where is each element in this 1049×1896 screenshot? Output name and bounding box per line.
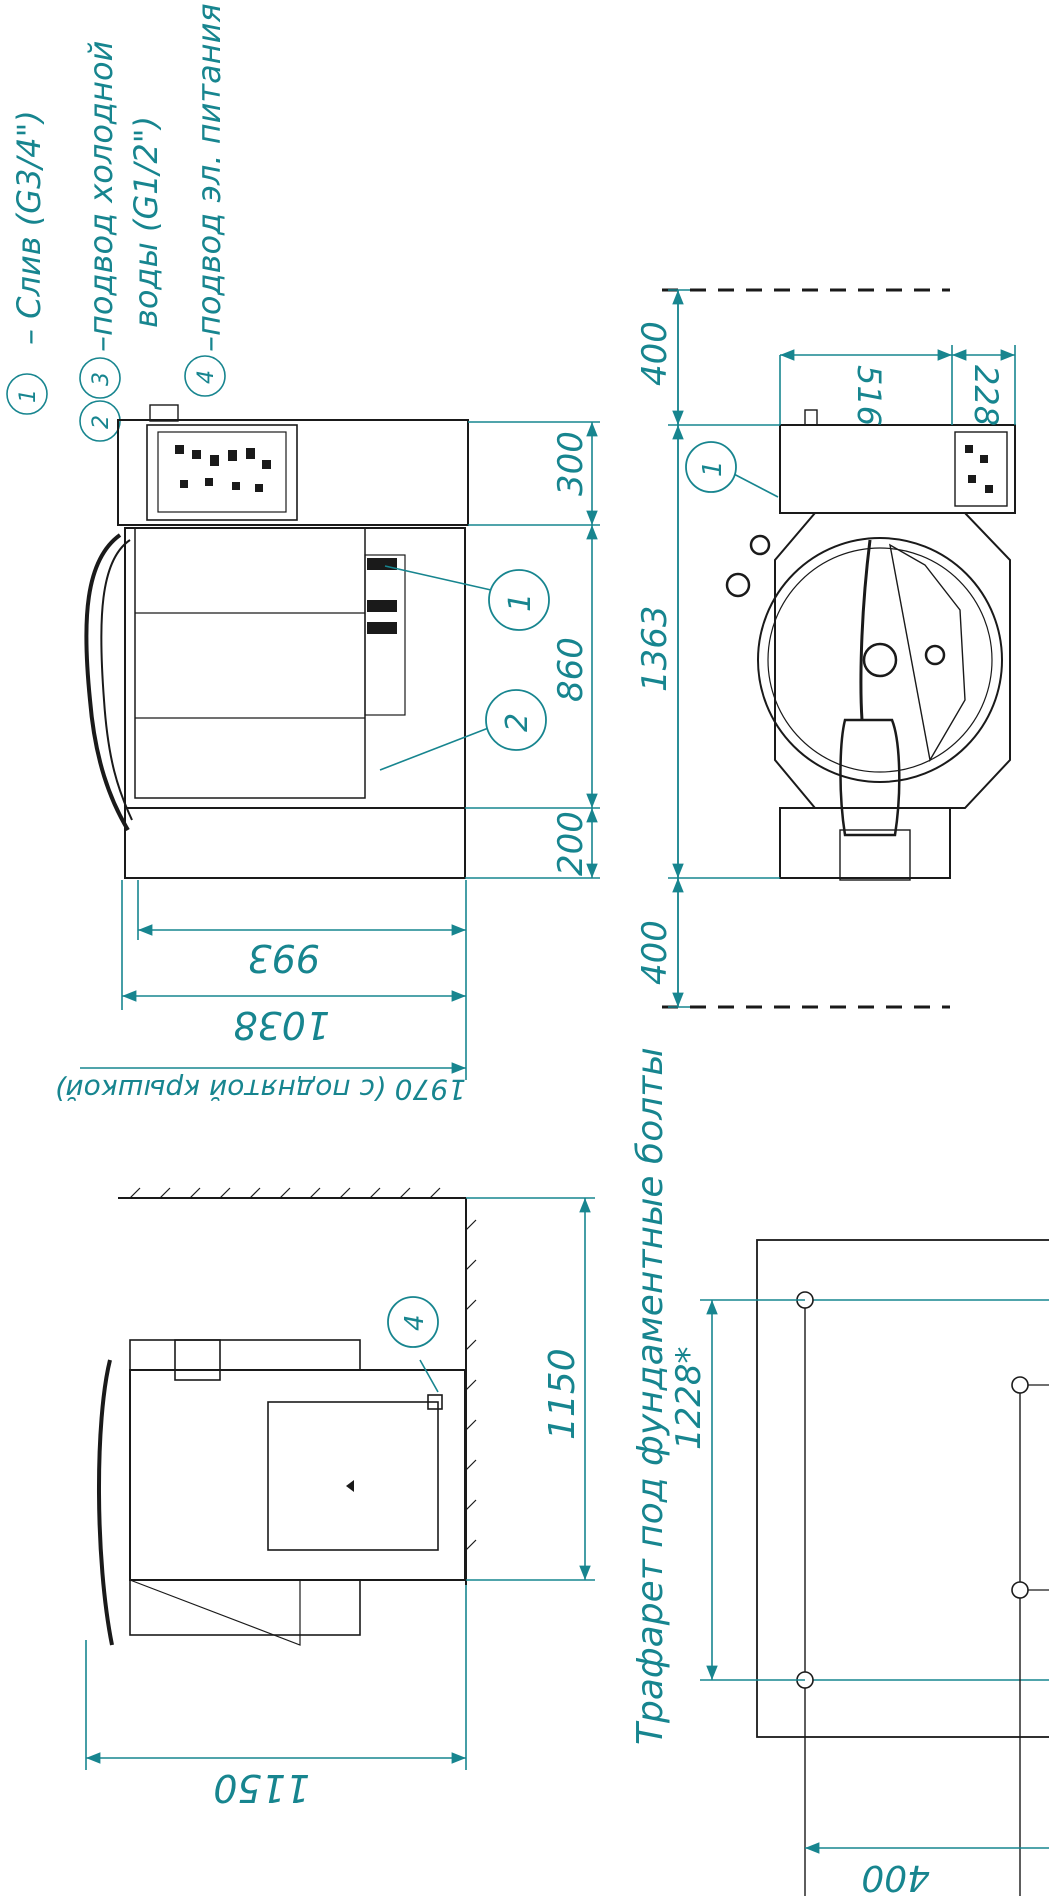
- dim-516: 516: [850, 365, 888, 426]
- side-callout-1: [488, 569, 550, 631]
- wall-hatching: [129, 1187, 477, 1551]
- lid-handle: [84, 533, 130, 832]
- template-outline: [756, 1239, 1049, 1738]
- legend-callout-4: [184, 355, 226, 397]
- bolt-hole-4: [1011, 1581, 1029, 1599]
- bowl-hub: [862, 642, 898, 678]
- kettle-housing: [134, 527, 366, 799]
- control-box: [117, 419, 469, 526]
- dim-993: 993: [247, 936, 320, 980]
- bottom-view: 4 1150 1150: [85, 1187, 595, 1810]
- front-tilt-handle: [839, 718, 901, 837]
- control-panel-buttons: [175, 445, 271, 492]
- bottom-callout-4-text: 4: [400, 1314, 430, 1331]
- legend-text-1: – Слив (G3/4"): [10, 110, 48, 345]
- control-box-handle: [149, 404, 179, 422]
- legend-item-1: 1 – Слив (G3/4"): [6, 110, 48, 415]
- legend-num-2: 2: [89, 415, 114, 429]
- front-callout-1-text: 1: [698, 460, 728, 477]
- legend-callout-3: [79, 357, 121, 399]
- side-leader-1: [384, 565, 492, 591]
- dim-400-bottom: 400: [635, 920, 675, 985]
- bottom-handle: [96, 1359, 114, 1646]
- dim-1228: 1228*: [669, 1346, 709, 1450]
- front-body: [774, 512, 1011, 809]
- side-leader-2: [379, 726, 492, 771]
- bottom-callout-4: [387, 1296, 439, 1348]
- kettle-body: [124, 527, 466, 809]
- template-title: Трафарет под фундаментные болты: [630, 1047, 671, 1745]
- legend-callout-1: [6, 373, 48, 415]
- legend-text-2-3-a: –подвод холодной: [82, 41, 120, 352]
- lid-wedge: [889, 543, 966, 762]
- front-view: 400 1363 400 516 228 1: [635, 288, 1016, 1009]
- dim-228: 228: [967, 365, 1005, 426]
- control-panel: [146, 424, 298, 521]
- dim-1363: 1363: [635, 605, 675, 692]
- dim-1970: 1970 (с поднятой крышкой): [55, 1073, 466, 1106]
- side-callout-1-text: 1: [503, 593, 538, 612]
- front-control-box: [779, 424, 1016, 514]
- bottom-panel: [267, 1401, 439, 1551]
- legend-num-1: 1: [16, 389, 41, 403]
- front-base: [779, 807, 951, 879]
- legend: 1 – Слив (G3/4") 2 3 –подвод холодной во…: [6, 3, 228, 442]
- control-panel-inner: [157, 431, 287, 513]
- legend-text-4: –подвод эл. питания: [190, 3, 228, 352]
- side-callout-2: [485, 689, 547, 751]
- dim-1038: 1038: [233, 1003, 330, 1047]
- dim-1150-wall: 1150: [542, 1348, 583, 1440]
- dim-860: 860: [551, 637, 591, 702]
- legend-text-2-3-b: воды (G1/2"): [127, 116, 165, 328]
- vent-grille: [367, 558, 397, 634]
- dim-400-top: 400: [635, 321, 675, 386]
- side-view: 1 2 300 860 200 993 1038 1970 (с поднято…: [55, 404, 600, 1106]
- legend-num-4: 4: [194, 370, 219, 384]
- bolt-hole-3: [1011, 1376, 1029, 1394]
- dim-200: 200: [551, 811, 591, 876]
- dim-400-template: 400: [861, 1857, 930, 1896]
- front-callout-1: [685, 441, 737, 493]
- legend-item-4: 4 –подвод эл. питания: [184, 3, 228, 397]
- dim-300: 300: [551, 431, 591, 496]
- legend-item-2-3: 2 3 –подвод холодной воды (G1/2"): [79, 41, 165, 442]
- legend-num-3: 3: [89, 372, 114, 386]
- base-stand: [124, 807, 466, 879]
- kettle-bowl: [757, 537, 1003, 783]
- bolt-template: Трафарет под фундаментные болты 1228* 40…: [630, 1047, 1049, 1896]
- side-callout-2-text: 2: [500, 713, 535, 732]
- dim-1150-width: 1150: [213, 1766, 310, 1810]
